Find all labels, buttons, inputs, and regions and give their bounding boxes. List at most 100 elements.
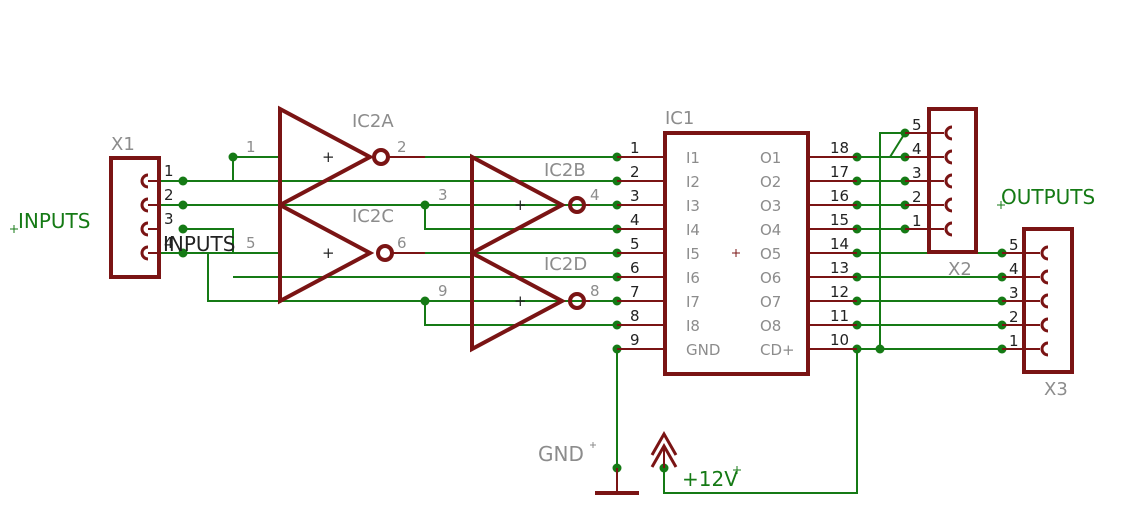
x3-ref: X3 (1044, 379, 1068, 400)
wire-in4-ic2d (183, 252, 617, 302)
x2-pin-num: 4 (912, 140, 922, 158)
ic2c-pin-in: 5 (246, 234, 256, 252)
ic1-pin-num: 10 (830, 331, 849, 349)
junction (228, 152, 238, 162)
x1-contact (140, 197, 149, 213)
ic2b-pin-out: 4 (590, 186, 600, 204)
gnd-symbol: GND (538, 442, 639, 495)
wire-in1-ic2a (232, 156, 280, 181)
gate-ic2d: IC2D + 9 8 (438, 249, 600, 353)
ic2a-pin-in: 1 (246, 138, 256, 156)
ic1-pin-num: 8 (630, 307, 640, 325)
x2-contact (944, 149, 953, 165)
ic1-pin-label: O1 (760, 149, 781, 167)
ic2a-mark: + (322, 148, 335, 166)
ic2c-triangle (278, 201, 375, 305)
x3-contact (1040, 245, 1049, 261)
ic1-pin-label: I8 (686, 317, 700, 335)
ic1-pin-num: 9 (630, 331, 640, 349)
ic2d-pin-out: 8 (590, 282, 600, 300)
x3-pin-num: 3 (1009, 284, 1019, 302)
junction (875, 344, 885, 354)
ic2d-triangle (470, 249, 567, 353)
ic1-pin-label: I2 (686, 173, 700, 191)
wire-12v (663, 349, 858, 494)
junction (420, 296, 430, 306)
ic2d-mark: + (514, 292, 527, 310)
ic1-pin-num: 15 (830, 211, 849, 229)
ic1-pin-num: 7 (630, 283, 640, 301)
x1-ref: X1 (111, 134, 135, 155)
ic1-pin-label: O4 (760, 221, 781, 239)
x1-pin-num: 3 (164, 210, 174, 228)
ic1-pin-num: 18 (830, 139, 849, 157)
inputs-label-2: INPUTS (163, 232, 235, 256)
x1-contact (140, 221, 149, 237)
x3-pin-num: 4 (1009, 260, 1019, 278)
x3-pin-num: 1 (1009, 332, 1019, 350)
x2-pin-num: 3 (912, 164, 922, 182)
x3-contact (1040, 317, 1049, 333)
vcc-symbol: +12V (650, 430, 738, 491)
ic2b-triangle (470, 153, 567, 257)
ic2a-bubble (372, 148, 390, 166)
ic1-pin-num: 16 (830, 187, 849, 205)
outputs-label: OUTPUTS (1001, 185, 1095, 209)
ic1-pin-label: O7 (760, 293, 781, 311)
x2-contact (944, 197, 953, 213)
ic1-pin-num: 4 (630, 211, 640, 229)
ic2d-ref: IC2D (544, 254, 587, 275)
connector-x2: 5 4 3 2 1 X2 (905, 107, 978, 280)
wire-in3-ic2c (183, 228, 280, 254)
x3-contact (1040, 293, 1049, 309)
nets (160, 132, 1002, 494)
x1-contact (140, 173, 149, 189)
ic2c-mark: + (322, 244, 335, 262)
ic2b-mark: + (514, 196, 527, 214)
wire-ic2d-in (424, 301, 617, 326)
junction (178, 176, 188, 186)
ic1-pin-label: O6 (760, 269, 781, 287)
ic2c-pin-out: 6 (397, 234, 407, 252)
x3-contact (1040, 341, 1049, 357)
x2-contact (944, 173, 953, 189)
ic1-pin-num: 17 (830, 163, 849, 181)
junction (178, 200, 188, 210)
gate-ic2a: IC2A + 1 2 (246, 105, 425, 209)
ic2c-ref: IC2C (352, 206, 394, 227)
ic2a-pin-out: 2 (397, 138, 407, 156)
x2-contact (944, 221, 953, 237)
x1-body (109, 156, 161, 279)
ic1-pin-label: O3 (760, 197, 781, 215)
ic2c-bubble (376, 244, 394, 262)
ic1-pin-label: I6 (686, 269, 700, 287)
ic1-pin-label: I5 (686, 245, 700, 263)
x2-pin-num: 2 (912, 188, 922, 206)
vcc-label: +12V (682, 467, 738, 491)
ic1-pin-num: 2 (630, 163, 640, 181)
ic2b-pin-in: 3 (438, 186, 448, 204)
ic1-pin-num: 12 (830, 283, 849, 301)
x1-pin-num: 1 (164, 162, 174, 180)
x2-pin-num: 5 (912, 116, 922, 134)
vcc-arrow (650, 430, 678, 456)
ic2b-ref: IC2B (544, 160, 586, 181)
x2-pin-num: 1 (912, 212, 922, 230)
gate-ic2c: IC2C + 5 6 (246, 201, 425, 305)
ic1-pin-num: 11 (830, 307, 849, 325)
ic1-pin-label: I4 (686, 221, 700, 239)
ic1-pin-label: I3 (686, 197, 700, 215)
gnd-label: GND (538, 442, 584, 466)
wire-cd-x2 (879, 132, 905, 349)
ic1-pin-num: 13 (830, 259, 849, 277)
x2-ref: X2 (948, 259, 972, 280)
inputs-label: INPUTS (18, 209, 90, 233)
x1-pin-num: 2 (164, 186, 174, 204)
ic1-pin-label: CD+ (760, 341, 795, 359)
ic1-pin-num: 5 (630, 235, 640, 253)
wire-ic2b-in (424, 205, 617, 230)
x3-contact (1040, 269, 1049, 285)
